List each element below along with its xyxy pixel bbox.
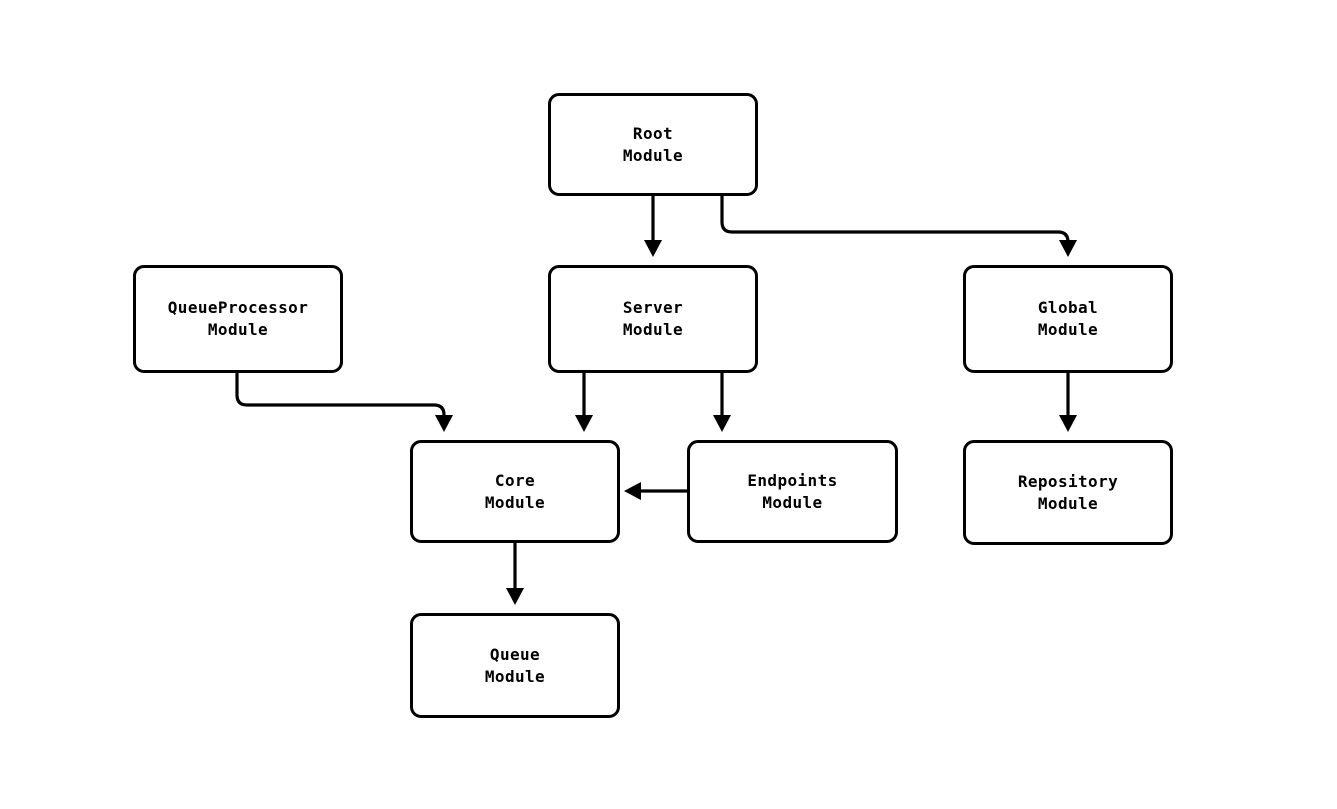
- node-queueprocessor-module-name: QueueProcessor: [167, 298, 309, 317]
- edge-root-global: [720, 196, 1077, 257]
- edge-endpoints-core: [624, 482, 687, 500]
- node-global-module-suffix: Module: [1037, 320, 1099, 339]
- node-queue-module[interactable]: Queue Module: [410, 613, 620, 718]
- edge-server-endpoints: [713, 373, 731, 432]
- node-root-module[interactable]: Root Module: [548, 93, 758, 196]
- node-repository-module[interactable]: Repository Module: [963, 440, 1173, 545]
- edge-global-repository: [1059, 373, 1077, 432]
- node-queueprocessor-module[interactable]: QueueProcessor Module: [133, 265, 343, 373]
- edge-server-core: [575, 373, 593, 432]
- node-endpoints-module-suffix: Module: [762, 492, 823, 512]
- node-global-module[interactable]: Global Module: [963, 265, 1173, 373]
- node-queue-module-suffix: Module: [484, 666, 546, 686]
- edge-root-server: [644, 196, 662, 257]
- node-server-module-name: Server: [622, 298, 684, 317]
- node-server-module[interactable]: Server Module: [548, 265, 758, 373]
- node-endpoints-module-name: Endpoints: [747, 470, 838, 490]
- node-queue-module-name: Queue: [489, 644, 541, 664]
- edge-queueprocessor-core: [235, 373, 453, 432]
- node-root-module-name: Root: [632, 123, 674, 143]
- node-root-module-suffix: Module: [622, 145, 684, 165]
- node-endpoints-module[interactable]: Endpoints Module: [687, 440, 898, 543]
- node-core-module[interactable]: Core Module: [410, 440, 620, 543]
- edge-core-queue: [506, 543, 524, 605]
- node-global-module-name: Global: [1037, 298, 1099, 317]
- node-repository-module-name: Repository: [1017, 471, 1119, 491]
- node-server-module-suffix: Module: [622, 320, 684, 339]
- node-core-module-name: Core: [494, 470, 536, 490]
- node-core-module-suffix: Module: [484, 492, 546, 512]
- node-queueprocessor-module-suffix: Module: [207, 320, 269, 339]
- node-repository-module-suffix: Module: [1037, 493, 1099, 513]
